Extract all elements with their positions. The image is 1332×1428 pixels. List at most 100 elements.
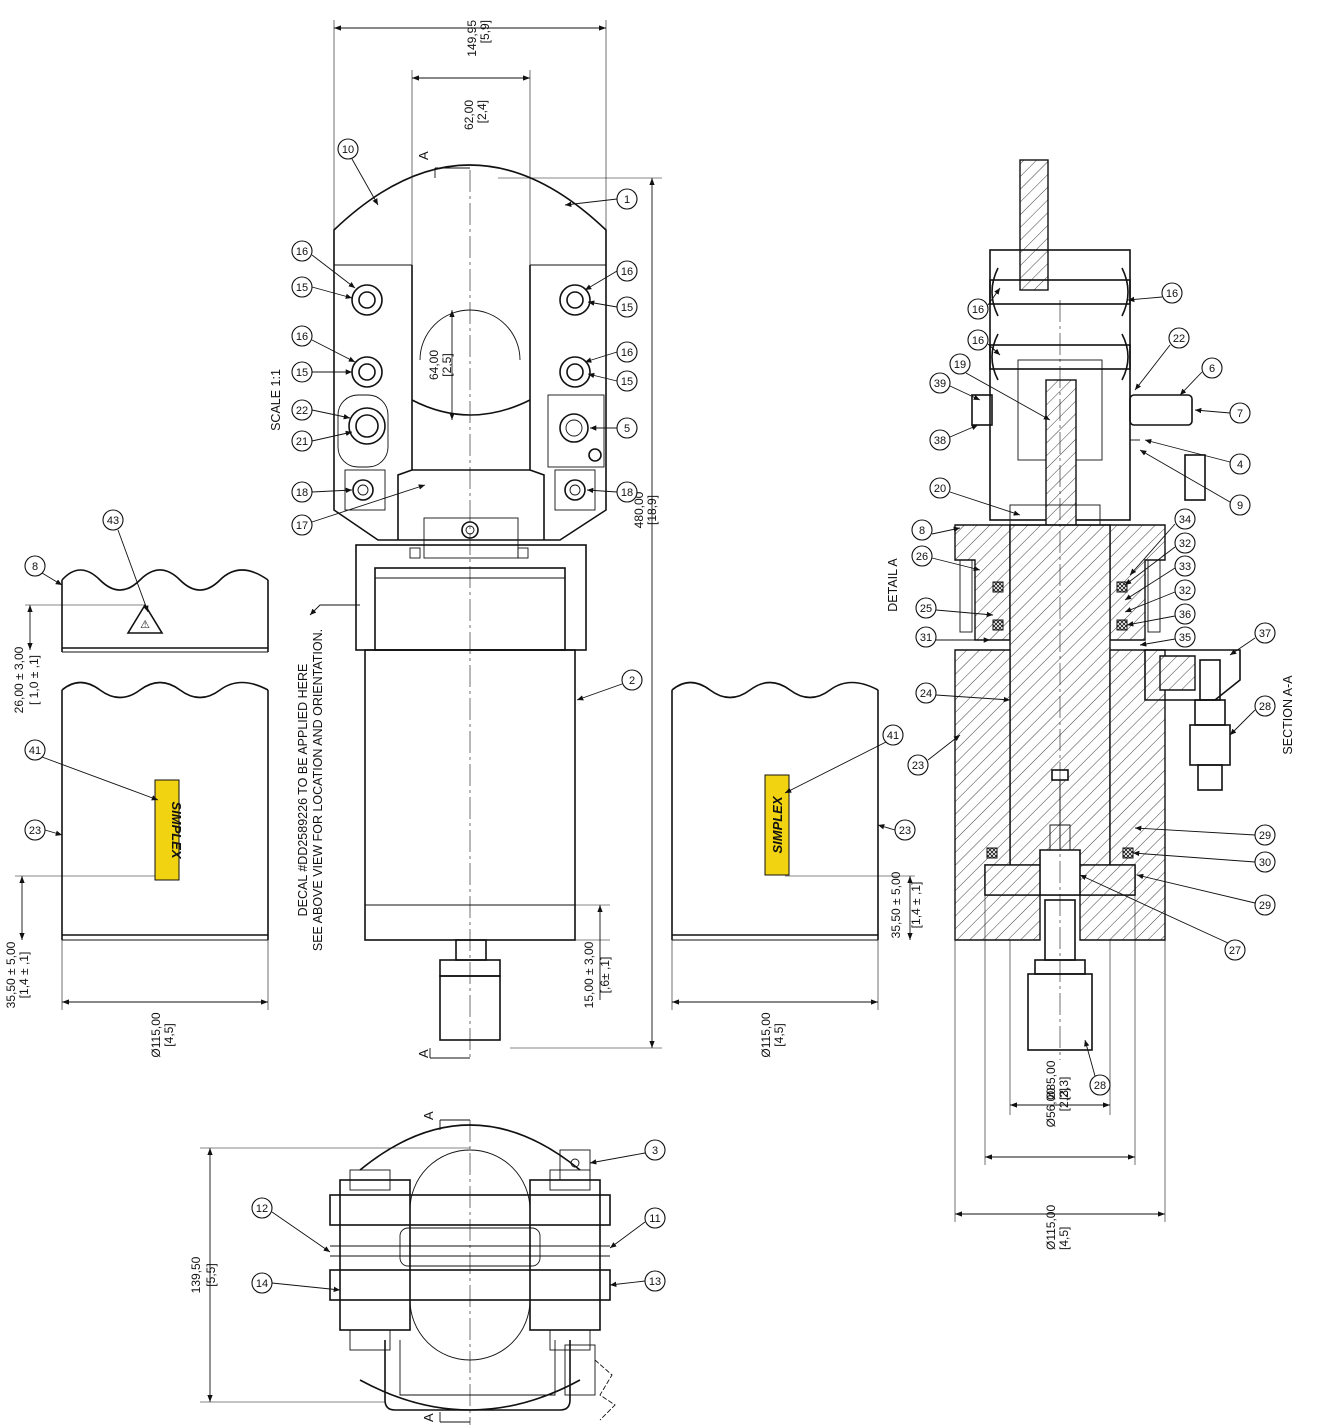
svg-text:43: 43	[107, 515, 119, 527]
dim-dia-56: Ø56,00	[1044, 1088, 1058, 1128]
scale-label: SCALE 1:1	[269, 369, 283, 431]
dim-dia-left-in: [4,5]	[162, 1023, 176, 1046]
warning-icon: ⚠	[140, 619, 150, 631]
dim-dia-85: Ø85,00	[1044, 1060, 1058, 1100]
dim-jaw-depth-in: [2,5]	[440, 353, 454, 376]
balloon-21: 21	[291, 430, 313, 452]
balloon-10: 10	[337, 138, 359, 160]
svg-text:16: 16	[621, 266, 633, 278]
section-mark-bottom: A	[416, 1049, 431, 1058]
svg-text:16: 16	[296, 331, 308, 343]
svg-text:6: 6	[1209, 363, 1215, 375]
dim-overall-length: 480,00	[632, 491, 646, 528]
svg-text:34: 34	[1179, 514, 1191, 526]
dim-brand-offset-left: 35,50 ± 5,00	[4, 941, 18, 1008]
left-decal-panel: ⚠ 26,00 ± 3,00 [ 1,0 ± ,1] SIMPLEX 35,50…	[4, 569, 269, 1058]
balloon-22b: 22	[1168, 327, 1190, 349]
balloon-16e: 16	[967, 298, 989, 320]
balloon-39: 39	[929, 372, 951, 394]
balloon-34: 34	[1174, 508, 1196, 530]
svg-text:15: 15	[296, 367, 308, 379]
balloon-13: 13	[644, 1270, 666, 1292]
simplex-decal-left	[154, 779, 180, 881]
balloon-31: 31	[915, 626, 937, 648]
svg-text:2: 2	[629, 675, 635, 687]
front-view-dimensions: 149,95 [5,9] 62,00 [2,4] 64,00 [2,5] 480…	[269, 20, 662, 1049]
balloon-30: 30	[1254, 851, 1276, 873]
balloon-5: 5	[616, 417, 638, 439]
dim-overall-width: 149,95	[465, 20, 479, 57]
balloon-37: 37	[1254, 622, 1276, 644]
section-mark-top-view-b: A	[421, 1413, 436, 1422]
balloon-15a: 15	[291, 276, 313, 298]
balloon-41a: 41	[24, 739, 46, 761]
balloon-32b: 32	[1174, 579, 1196, 601]
svg-text:5: 5	[624, 423, 630, 435]
balloon-36: 36	[1174, 603, 1196, 625]
balloon-8a: 8	[24, 555, 46, 577]
decal-note-line-2: SEE ABOVE VIEW FOR LOCATION AND ORIENTAT…	[311, 629, 325, 951]
section-a-a-label: SECTION A-A	[1281, 675, 1295, 755]
dim-decal-offset: 26,00 ± 3,00	[12, 646, 26, 713]
svg-text:16: 16	[972, 335, 984, 347]
brand-right: SIMPLEX	[770, 795, 785, 853]
svg-text:39: 39	[934, 378, 946, 390]
top-view: A A 139,50 [5,5]	[189, 1111, 616, 1425]
svg-text:12: 12	[256, 1203, 268, 1215]
balloon-18a: 18	[291, 481, 313, 503]
svg-text:4: 4	[1237, 459, 1243, 471]
dim-overall-width-in: [5,9]	[478, 20, 492, 43]
balloon-23b: 23	[894, 819, 916, 841]
dim-brand-offset-right-in: [1,4 ± ,1]	[909, 882, 923, 929]
balloon-16f: 16	[967, 329, 989, 351]
section-mark-top: A	[416, 151, 431, 160]
svg-text:15: 15	[621, 302, 633, 314]
balloon-25: 25	[915, 597, 937, 619]
balloon-43: 43	[102, 509, 124, 531]
svg-text:11: 11	[649, 1213, 660, 1225]
svg-text:28: 28	[1094, 1080, 1106, 1092]
svg-text:28: 28	[1259, 701, 1271, 713]
bolt-group	[348, 284, 602, 539]
svg-text:8: 8	[32, 561, 38, 573]
balloon-9: 9	[1229, 494, 1251, 516]
svg-text:16: 16	[296, 246, 308, 258]
svg-text:41: 41	[887, 730, 899, 742]
svg-text:41: 41	[29, 745, 41, 757]
dim-dia-115-section: Ø115,00	[1044, 1205, 1058, 1250]
svg-text:13: 13	[649, 1276, 661, 1288]
svg-text:36: 36	[1179, 609, 1191, 621]
svg-text:32: 32	[1179, 585, 1191, 597]
balloon-2: 2	[621, 669, 643, 691]
balloon-16b: 16	[291, 325, 313, 347]
dim-jaw-width-in: [2,4]	[475, 100, 489, 123]
svg-text:10: 10	[342, 144, 354, 156]
balloon-28a: 28	[1254, 695, 1276, 717]
dim-fitting-offset: 15,00 ± 3,00	[582, 941, 596, 1008]
svg-text:16: 16	[621, 347, 633, 359]
svg-text:23: 23	[29, 825, 41, 837]
svg-text:25: 25	[920, 603, 932, 615]
decal-note-line-1: DECAL #DD2589226 TO BE APPLIED HERE	[296, 664, 310, 917]
dim-brand-offset-left-in: [1,4 ± ,1]	[17, 952, 31, 999]
svg-text:22: 22	[1173, 333, 1185, 345]
balloon-29a: 29	[1254, 824, 1276, 846]
balloon-27: 27	[1224, 939, 1246, 961]
balloon-11: 11	[644, 1207, 666, 1229]
balloon-24: 24	[915, 682, 937, 704]
balloon-1: 1	[616, 188, 638, 210]
svg-text:23: 23	[912, 760, 924, 772]
balloon-7: 7	[1229, 402, 1251, 424]
balloon-18b: 18	[616, 481, 638, 503]
balloon-16d: 16	[616, 341, 638, 363]
brand-left: SIMPLEX	[169, 801, 184, 859]
svg-text:33: 33	[1179, 561, 1191, 573]
svg-text:15: 15	[621, 376, 633, 388]
svg-text:16: 16	[972, 304, 984, 316]
dim-dia-right-in: [4,5]	[772, 1023, 786, 1046]
item-balloons: 10 1 16 15 16 15 22 21 18 17 16 15 16 15…	[24, 138, 1276, 1294]
balloon-16g: 16	[1161, 282, 1183, 304]
dim-overall-length-in: [18,9]	[645, 495, 659, 525]
